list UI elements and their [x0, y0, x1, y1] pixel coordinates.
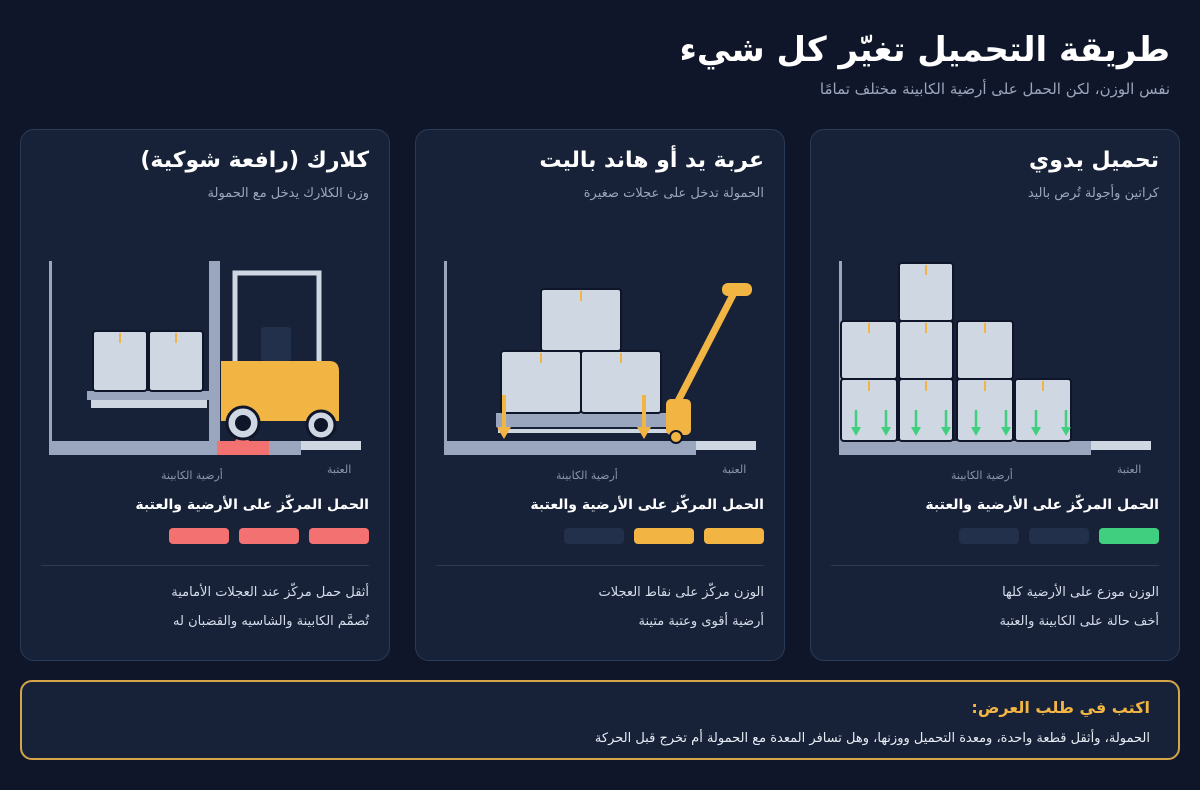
load-meter [959, 528, 1159, 544]
concentrated-load-label: الحمل المركّز على الأرضية والعتبة [530, 497, 764, 513]
manual-loading-illustration [839, 261, 1151, 455]
box [580, 350, 662, 414]
forklift-boxes [92, 330, 204, 392]
threshold [696, 441, 756, 450]
threshold-label: العتبة [722, 463, 747, 476]
box [92, 330, 148, 392]
meter-segment-3 [564, 528, 624, 544]
jack-body [666, 399, 691, 435]
fork-pallet [91, 400, 207, 408]
forklift-illustration [49, 261, 361, 455]
fork-tines [87, 391, 209, 400]
cabin-floor-label: أرضية الكابينة [161, 469, 223, 482]
cards-row: تحميل يدوي كراتين وأجولة تُرص باليد [20, 129, 1180, 661]
cabin-floor-label: أرضية الكابينة [556, 469, 618, 482]
meter-segment-1 [309, 528, 369, 544]
box-tape-marks [540, 291, 622, 363]
load-meter [564, 528, 764, 544]
card-note-1: الوزن مركّز على نقاط العجلات [598, 585, 764, 600]
point-load-arrows [497, 395, 651, 439]
card-subtitle: الحمولة تدخل على عجلات صغيرة [583, 186, 764, 201]
hint-title: اكتب في طلب العرض: [971, 698, 1150, 717]
card-subtitle: وزن الكلارك يدخل مع الحمولة [207, 186, 369, 201]
threshold-label: العتبة [327, 463, 352, 476]
jack-wheel [669, 430, 683, 444]
carton-tape-marks [868, 265, 1044, 391]
page-subtitle: نفس الوزن، لكن الحمل على أرضية الكابينة … [819, 80, 1170, 98]
card-subtitle: كراتين وأجولة تُرص باليد [1027, 186, 1159, 201]
box [148, 330, 204, 392]
pallet-deck [496, 413, 684, 427]
carton [1014, 378, 1072, 442]
divider [41, 565, 369, 566]
wheel-hub [235, 415, 251, 431]
threshold [301, 441, 361, 450]
threshold-label: العتبة [1117, 463, 1142, 476]
cabin-floor [839, 441, 1091, 455]
card-note-1: أثقل حمل مركّز عند العجلات الأمامية [171, 585, 369, 600]
card-note-2: أخف حالة على الكابينة والعتبة [999, 614, 1159, 629]
meter-segment-2 [239, 528, 299, 544]
meter-segment-3 [959, 528, 1019, 544]
request-hint-box: اكتب في طلب العرض: الحمولة، وأثقل قطعة و… [20, 680, 1180, 760]
cabin-wall [49, 261, 52, 455]
meter-segment-2 [1029, 528, 1089, 544]
concentrated-load-label: الحمل المركّز على الأرضية والعتبة [135, 497, 369, 513]
meter-segment-1 [1099, 528, 1159, 544]
hand-pallet-jack [666, 283, 752, 444]
distributed-load-arrows [851, 410, 1071, 436]
forklift-body [221, 361, 339, 421]
hint-text: الحمولة، وأثقل قطعة واحدة، ومعدة التحميل… [594, 731, 1150, 746]
card-note-2: أرضية أقوى وعتبة متينة [638, 614, 765, 629]
card-note-2: تُصمَّم الكابينة والشاسيه والقضبان له [173, 614, 369, 629]
card-note-1: الوزن موزع على الأرضية كلها [1002, 585, 1159, 600]
jack-handle [672, 285, 740, 409]
meter-segment-3 [169, 528, 229, 544]
cabin-floor-label: أرضية الكابينة [951, 469, 1013, 482]
cabin-wall [444, 261, 447, 455]
card-hand-pallet: عربة يد أو هاند باليت الحمولة تدخل على ع… [415, 129, 785, 661]
box-tape-marks [119, 333, 177, 343]
card-title: عربة يد أو هاند باليت [539, 148, 764, 173]
carton [898, 378, 954, 442]
header: طريقة التحميل تغيّر كل شيء نفس الوزن، لك… [679, 28, 1170, 98]
threshold [1091, 441, 1151, 450]
divider [436, 565, 764, 566]
card-forklift: كلارك (رافعة شوكية) وزن الكلارك يدخل مع … [20, 129, 390, 661]
cabin-floor [444, 441, 696, 455]
meter-segment-2 [634, 528, 694, 544]
card-title: كلارك (رافعة شوكية) [140, 148, 369, 173]
divider [831, 565, 1159, 566]
carton [956, 378, 1014, 442]
page-title: طريقة التحميل تغيّر كل شيء [679, 30, 1170, 70]
forklift-mast [209, 261, 220, 441]
hand-pallet-illustration [444, 261, 756, 455]
concentrated-load-label: الحمل المركّز على الأرضية والعتبة [925, 497, 1159, 513]
pallet-boxes [500, 288, 662, 414]
jack-grip [722, 283, 752, 296]
card-title: تحميل يدوي [1029, 148, 1159, 173]
concentrated-load-zone [217, 441, 269, 455]
card-manual-loading: تحميل يدوي كراتين وأجولة تُرص باليد [810, 129, 1180, 661]
wheel-hub [314, 418, 328, 432]
load-meter [169, 528, 369, 544]
pallet-forks [498, 429, 682, 433]
meter-segment-1 [704, 528, 764, 544]
forklift-seat [261, 327, 291, 361]
